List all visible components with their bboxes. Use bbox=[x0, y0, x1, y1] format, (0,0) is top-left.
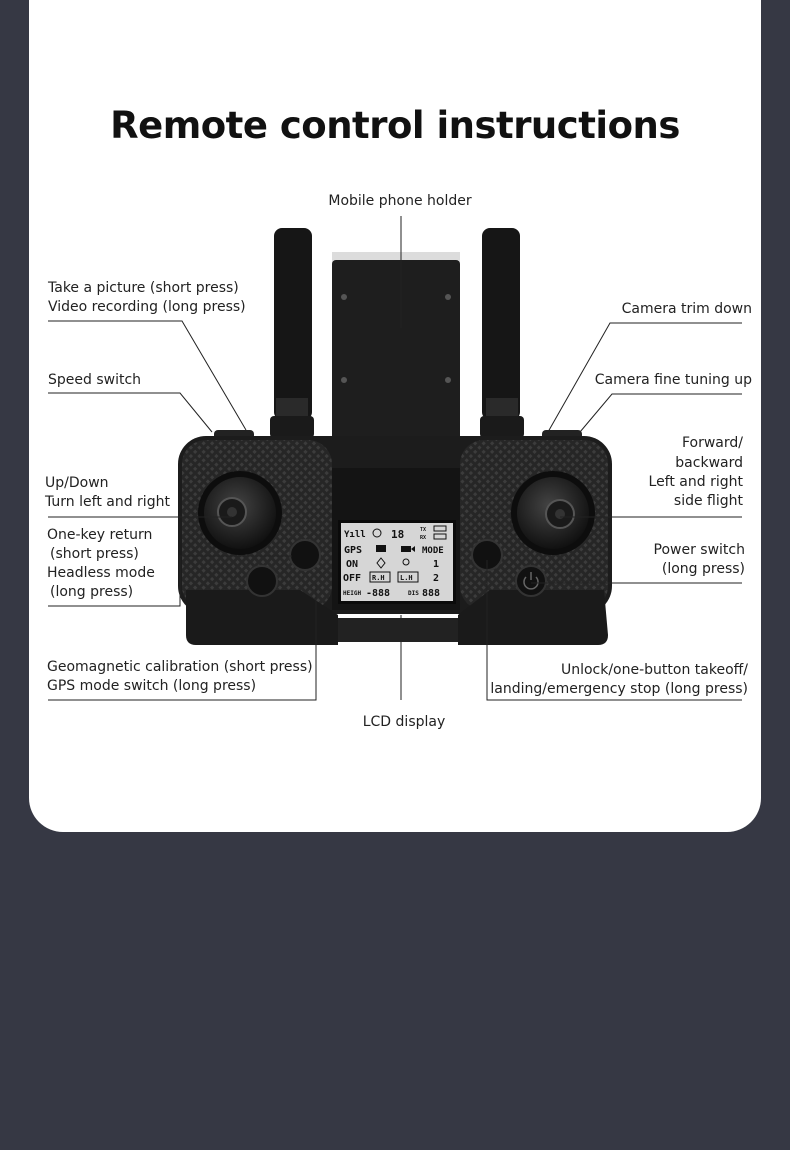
lcd-rh: R.H bbox=[372, 574, 385, 582]
label-lcd-display: LCD display bbox=[363, 714, 446, 730]
label-take-picture: Take a picture (short press) bbox=[47, 280, 239, 296]
label-unlock: Unlock/one-button takeoff/ bbox=[561, 662, 748, 678]
lcd-mode-1: 1 bbox=[433, 559, 439, 570]
label-power-switch: Power switch bbox=[654, 542, 745, 558]
left-joystick bbox=[198, 471, 282, 555]
label-phone-holder: Mobile phone holder bbox=[328, 193, 471, 209]
label-headless-long-press: (long press) bbox=[50, 584, 133, 600]
label-power-long-press: (long press) bbox=[662, 561, 745, 577]
lcd-location-icon bbox=[402, 558, 410, 566]
phone-holder bbox=[332, 252, 460, 468]
lcd-gps-icon bbox=[372, 528, 382, 538]
lcd-on: ON bbox=[346, 559, 358, 570]
label-up-down: Up/Down bbox=[45, 475, 109, 491]
lcd-tx: TX bbox=[420, 527, 426, 533]
lcd-video-icon bbox=[401, 546, 411, 552]
lcd-dis-value: 888 bbox=[422, 588, 440, 599]
callout-labels: Mobile phone holder Take a picture (shor… bbox=[44, 193, 752, 730]
lcd-mode-2: 2 bbox=[433, 573, 439, 584]
label-emergency-stop: landing/emergency stop (long press) bbox=[490, 681, 748, 697]
leader-lines bbox=[48, 216, 742, 701]
left-antenna bbox=[274, 228, 312, 420]
lcd-channel: 18 bbox=[391, 528, 404, 541]
geomagnetic-button bbox=[246, 565, 278, 597]
label-backward: backward bbox=[675, 455, 743, 471]
page-title: Remote control instructions bbox=[110, 104, 680, 147]
lcd-display: Yıll 18 TX RX GPS MODE ON 1 OFF R.H L.H … bbox=[338, 520, 456, 604]
right-joystick bbox=[511, 471, 595, 555]
lcd-heigh-value: -888 bbox=[366, 588, 390, 599]
label-speed-switch: Speed switch bbox=[48, 372, 141, 388]
lcd-heigh: HEIGH bbox=[343, 590, 361, 597]
label-return-short-press: (short press) bbox=[50, 546, 139, 562]
remote-controller: Yıll 18 TX RX GPS MODE ON 1 OFF R.H L.H … bbox=[178, 228, 612, 645]
label-geomagnetic: Geomagnetic calibration (short press) bbox=[47, 659, 313, 675]
label-side-flight: side flight bbox=[674, 493, 744, 509]
lcd-lh: L.H bbox=[400, 574, 413, 582]
lcd-off: OFF bbox=[343, 573, 361, 584]
return-button bbox=[289, 539, 321, 571]
lcd-gps: GPS bbox=[344, 545, 362, 556]
label-camera-trim-down: Camera trim down bbox=[622, 301, 752, 317]
label-left-right: Left and right bbox=[649, 474, 744, 490]
label-gps-mode: GPS mode switch (long press) bbox=[47, 678, 256, 694]
lcd-mode: MODE bbox=[422, 546, 444, 556]
label-video-recording: Video recording (long press) bbox=[48, 299, 246, 315]
label-turn: Turn left and right bbox=[44, 494, 170, 510]
lcd-rx-battery-icon bbox=[433, 533, 447, 540]
lcd-signal: Yıll bbox=[344, 530, 366, 540]
label-forward: Forward/ bbox=[682, 435, 743, 451]
lcd-dis: DIS bbox=[408, 590, 419, 597]
lcd-camera-icon bbox=[376, 545, 386, 552]
lcd-tx-battery-icon bbox=[433, 525, 447, 532]
label-camera-fine-tuning-up: Camera fine tuning up bbox=[595, 372, 752, 388]
lcd-rx: RX bbox=[420, 535, 426, 541]
right-antenna bbox=[482, 228, 520, 420]
label-one-key-return: One-key return bbox=[47, 527, 152, 543]
power-button bbox=[515, 565, 547, 597]
lcd-headless-icon bbox=[376, 557, 386, 569]
label-headless-mode: Headless mode bbox=[47, 565, 155, 581]
